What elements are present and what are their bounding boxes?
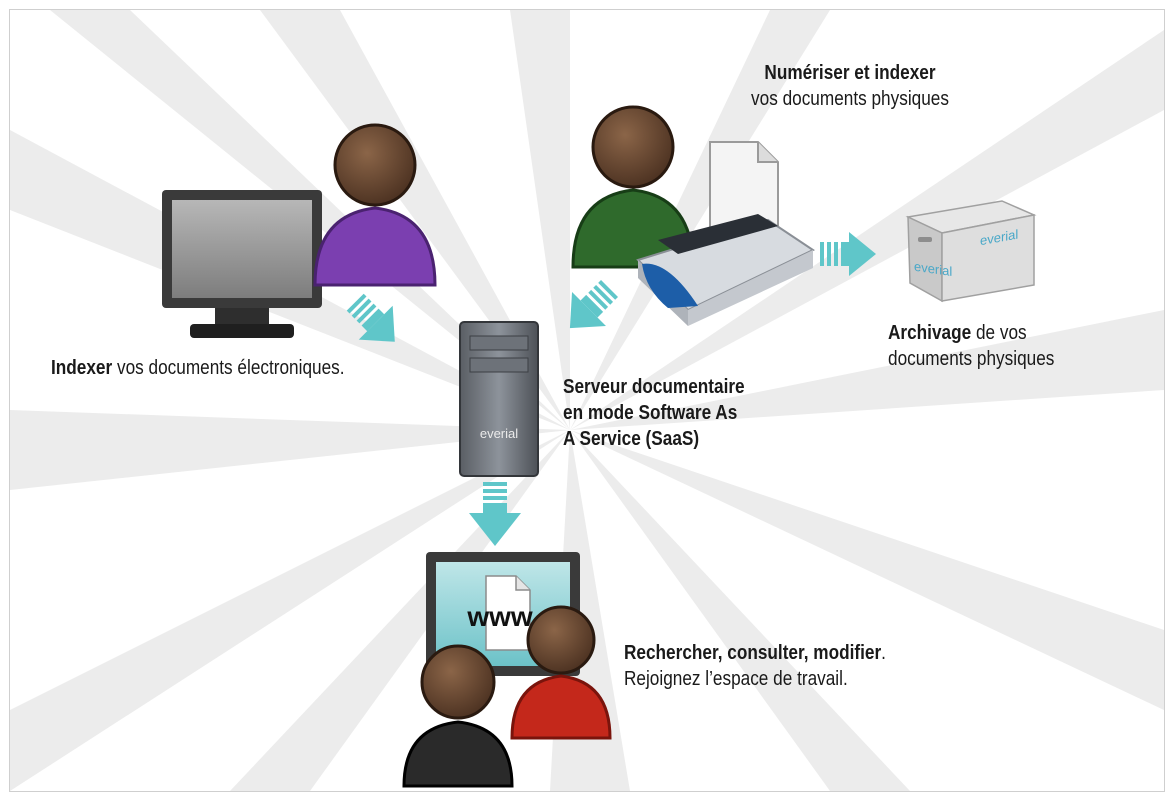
user-body: [402, 720, 514, 788]
index-caption: Indexer vos documents électroniques.: [51, 355, 345, 381]
server-caption-line3: A Service (SaaS): [563, 428, 700, 450]
box-logo-right: everial: [980, 227, 1018, 249]
index-caption-text: vos documents électroniques.: [112, 357, 345, 379]
browser-label: www: [466, 601, 533, 632]
user-icon: [510, 605, 612, 740]
server-icon: everial: [459, 321, 539, 477]
user-icon: [402, 644, 514, 788]
scanner-icon: [636, 214, 816, 326]
box-logo-left: everial: [914, 259, 952, 279]
user-body: [510, 674, 612, 740]
archive-caption-text: de vos: [971, 322, 1027, 344]
search-caption-title: Rechercher, consulter, modifier: [624, 642, 882, 664]
archive-caption-line2: documents physiques: [888, 348, 1055, 370]
search-caption-line2: Rejoignez l’espace de travail.: [624, 668, 848, 690]
scan-caption: Numériser et indexer vos documents physi…: [730, 60, 971, 112]
search-caption: Rechercher, consulter, modifier. Rejoign…: [624, 640, 886, 692]
server-caption-line2: en mode Software As: [563, 402, 738, 424]
user-body: [313, 206, 437, 287]
user-icon: [313, 123, 437, 287]
archive-caption-title: Archivage: [888, 322, 972, 344]
arrow-icon: [569, 280, 618, 329]
scan-caption-title: Numériser et indexer: [764, 62, 936, 84]
server-caption-line1: Serveur documentaire: [563, 376, 745, 398]
diagram-frame: everial everial everial: [9, 9, 1165, 792]
index-caption-title: Indexer: [51, 357, 113, 379]
arrow-icon: [820, 232, 876, 276]
document-icon: [709, 141, 779, 237]
server-logo: everial: [480, 426, 518, 441]
archive-box-icon: everial everial: [905, 200, 1037, 303]
scan-caption-text: vos documents physiques: [751, 88, 949, 110]
search-caption-punct: .: [881, 642, 886, 664]
arrow-icon: [469, 482, 521, 546]
server-caption: Serveur documentaire en mode Software As…: [563, 374, 745, 452]
arrow-icon: [346, 293, 395, 342]
monitor-icon: [162, 190, 322, 338]
archive-caption: Archivage de vos documents physiques: [888, 320, 1054, 372]
